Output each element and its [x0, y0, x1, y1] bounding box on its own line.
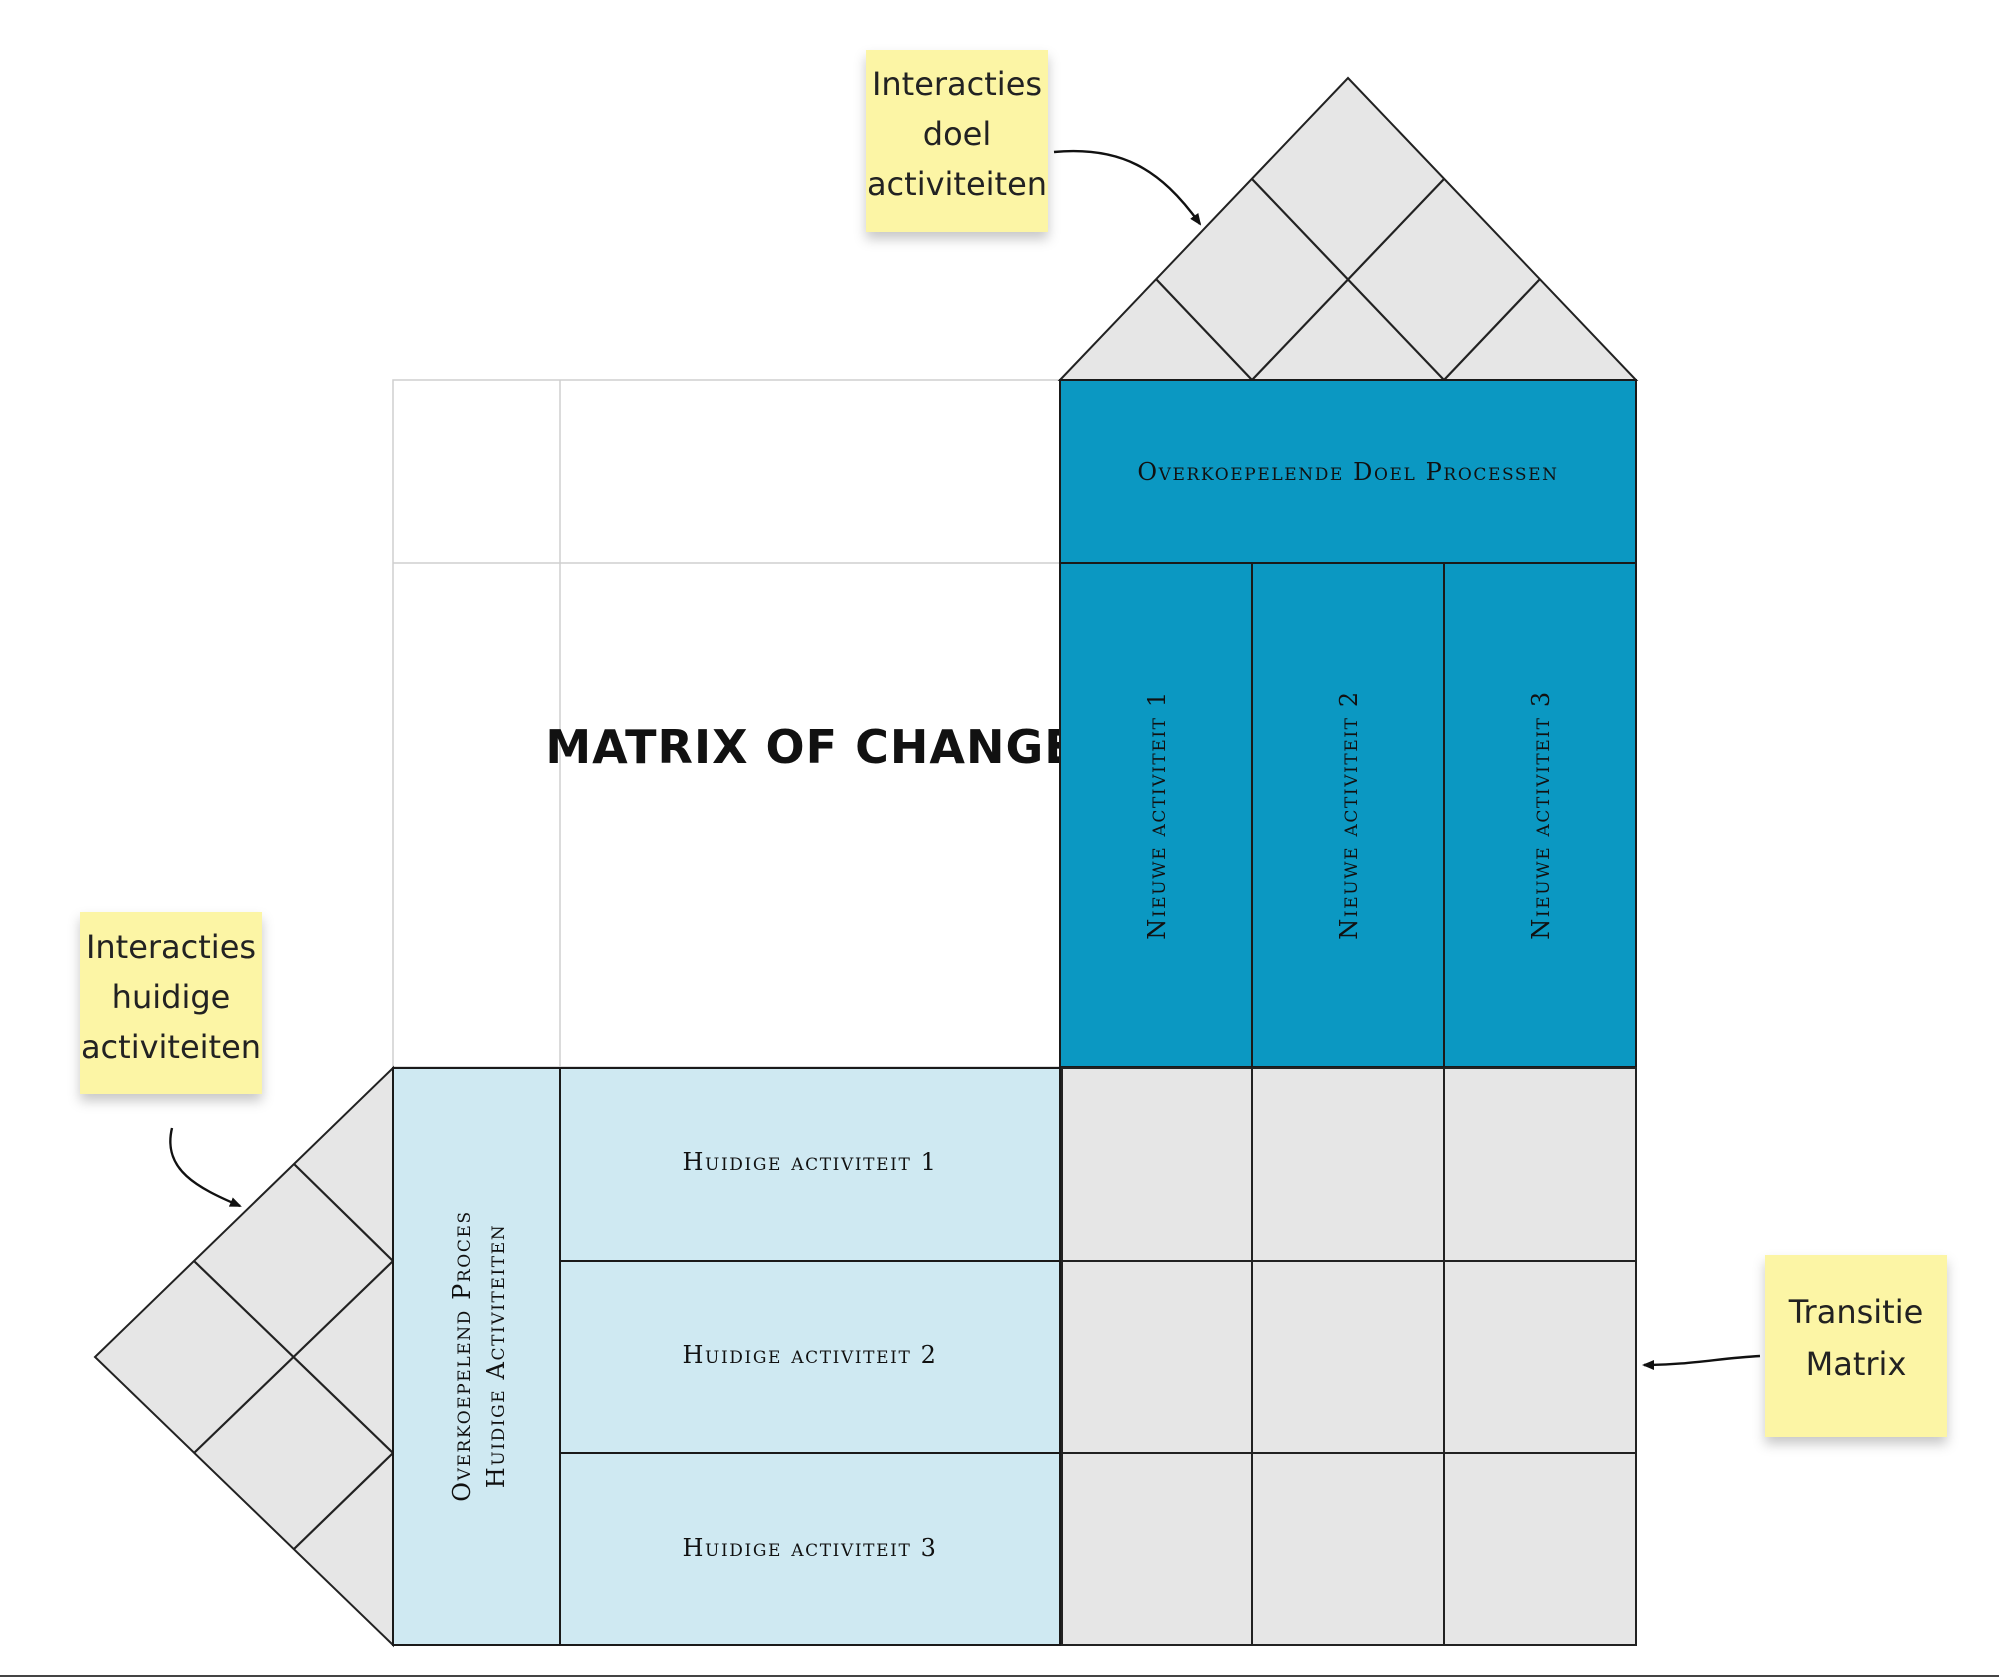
current-activity-row-2 [559, 1260, 1061, 1454]
page-title: MATRIX OF CHANGE [545, 720, 1076, 774]
current-interactions-wing [93, 1065, 394, 1648]
note-text-line: Matrix [1806, 1345, 1907, 1383]
current-activity-row-1 [559, 1067, 1061, 1262]
current-activity-rows: Huidige activiteit 1 Huidige activiteit … [559, 1067, 1061, 1646]
target-activity-column-1 [1059, 562, 1253, 1068]
target-processes-header: Overkoepelende Doel Processen [1059, 379, 1637, 564]
matrix-cell [1443, 1452, 1637, 1646]
target-activity-columns: Nieuwe activiteit 1 Nieuwe activiteit 2 … [1059, 562, 1637, 1068]
matrix-cell [1251, 1452, 1445, 1646]
note-text-line: doel [923, 115, 991, 153]
matrix-cell [1443, 1260, 1637, 1454]
matrix-cell [1061, 1260, 1253, 1454]
matrix-cell [1061, 1452, 1253, 1646]
current-activity-label-1: Huidige activiteit 1 [683, 1148, 938, 1176]
matrix-cell [1443, 1067, 1637, 1262]
note-text-line: Interacties [86, 928, 256, 966]
note-text-line: activiteiten [81, 1028, 261, 1066]
matrix-cell [1251, 1067, 1445, 1262]
target-activity-label-1: Nieuwe activiteit 1 [1143, 690, 1171, 939]
matrix-cell [1061, 1067, 1253, 1262]
current-process-label-line2: Huidige Activiteiten [482, 1224, 510, 1488]
transition-matrix-grid [1061, 1067, 1637, 1646]
sticky-note-target-interactions: Interacties doel activiteiten [866, 50, 1048, 232]
target-activity-label-3: Nieuwe activiteit 3 [1527, 690, 1555, 939]
current-process-header: Overkoepelend Proces Huidige Activiteite… [392, 1067, 561, 1646]
current-activity-row-3 [559, 1452, 1061, 1646]
matrix-cell [1251, 1260, 1445, 1454]
arrow-to-roof [1053, 149, 1202, 226]
target-interactions-roof [1057, 76, 1639, 381]
note-text-line: Interacties [872, 65, 1042, 103]
target-activity-label-2: Nieuwe activiteit 2 [1335, 690, 1363, 939]
current-activity-label-2: Huidige activiteit 2 [683, 1341, 938, 1369]
current-activity-label-3: Huidige activiteit 3 [683, 1534, 938, 1562]
sticky-note-transition-matrix: Transitie Matrix [1765, 1255, 1947, 1437]
arrow-to-wing [169, 1127, 242, 1208]
note-text-line: Transitie [1788, 1293, 1924, 1331]
note-text-line: huidige [112, 978, 231, 1016]
note-text-line: activiteiten [867, 165, 1047, 203]
current-process-label-line1: Overkoepelend Proces [448, 1210, 476, 1501]
target-activity-column-2 [1251, 562, 1445, 1068]
target-processes-label: Overkoepelende Doel Processen [1137, 458, 1558, 486]
sticky-note-current-interactions: Interacties huidige activiteiten [80, 912, 262, 1094]
target-activity-column-3 [1443, 562, 1637, 1068]
arrow-to-matrix [1642, 1354, 1761, 1370]
